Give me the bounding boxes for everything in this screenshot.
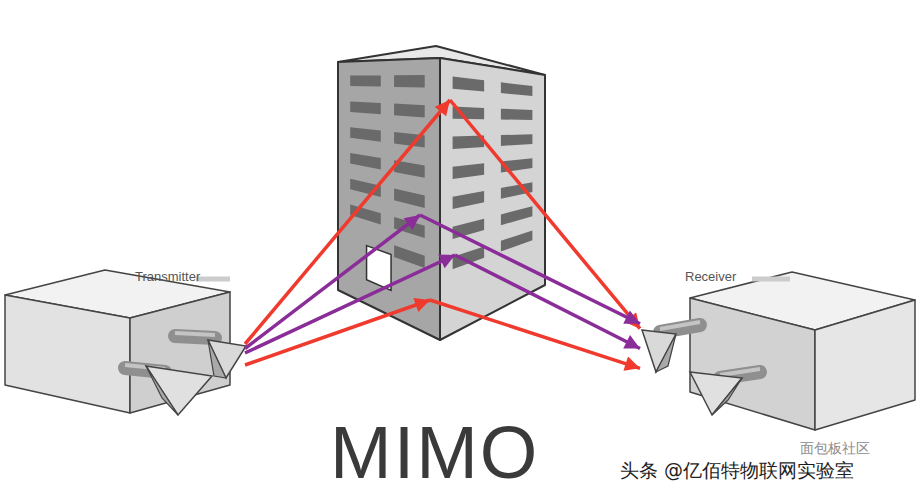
transmitter-antennas bbox=[125, 333, 246, 415]
device-box: Transmitter bbox=[0, 266, 245, 416]
signal-ray bbox=[450, 100, 640, 329]
window bbox=[453, 76, 485, 91]
window bbox=[453, 219, 485, 239]
signal-ray bbox=[245, 300, 430, 365]
signal-ray bbox=[455, 255, 640, 349]
signal-ray bbox=[245, 100, 450, 344]
window bbox=[350, 101, 381, 114]
window bbox=[394, 75, 425, 87]
window bbox=[501, 82, 533, 96]
diagram-title: MIMO bbox=[330, 410, 539, 495]
window bbox=[453, 191, 485, 209]
device-label: Receiver bbox=[685, 269, 736, 284]
window bbox=[394, 217, 425, 238]
signal-ray bbox=[430, 300, 640, 368]
receiver-box bbox=[690, 272, 915, 430]
device-label: Transmitter bbox=[135, 269, 200, 284]
watermark: 头条 @亿佰特物联网实验室 bbox=[620, 458, 854, 484]
window bbox=[350, 75, 381, 86]
window bbox=[501, 230, 533, 251]
window bbox=[394, 189, 425, 208]
watermark: 面包板社区 bbox=[800, 440, 870, 458]
window bbox=[501, 134, 533, 146]
window bbox=[350, 127, 381, 142]
window bbox=[501, 182, 533, 199]
signal-path bbox=[245, 100, 640, 344]
signal-path bbox=[245, 300, 640, 368]
window bbox=[394, 245, 425, 268]
window bbox=[350, 153, 381, 169]
signal-path bbox=[245, 215, 640, 349]
device-box: Receiver bbox=[640, 266, 916, 431]
label-bar bbox=[196, 277, 230, 282]
receiver-antennas bbox=[642, 322, 760, 415]
window bbox=[501, 206, 533, 225]
window bbox=[453, 163, 485, 179]
window bbox=[501, 109, 533, 120]
window bbox=[394, 104, 425, 118]
label-bar bbox=[752, 277, 790, 282]
